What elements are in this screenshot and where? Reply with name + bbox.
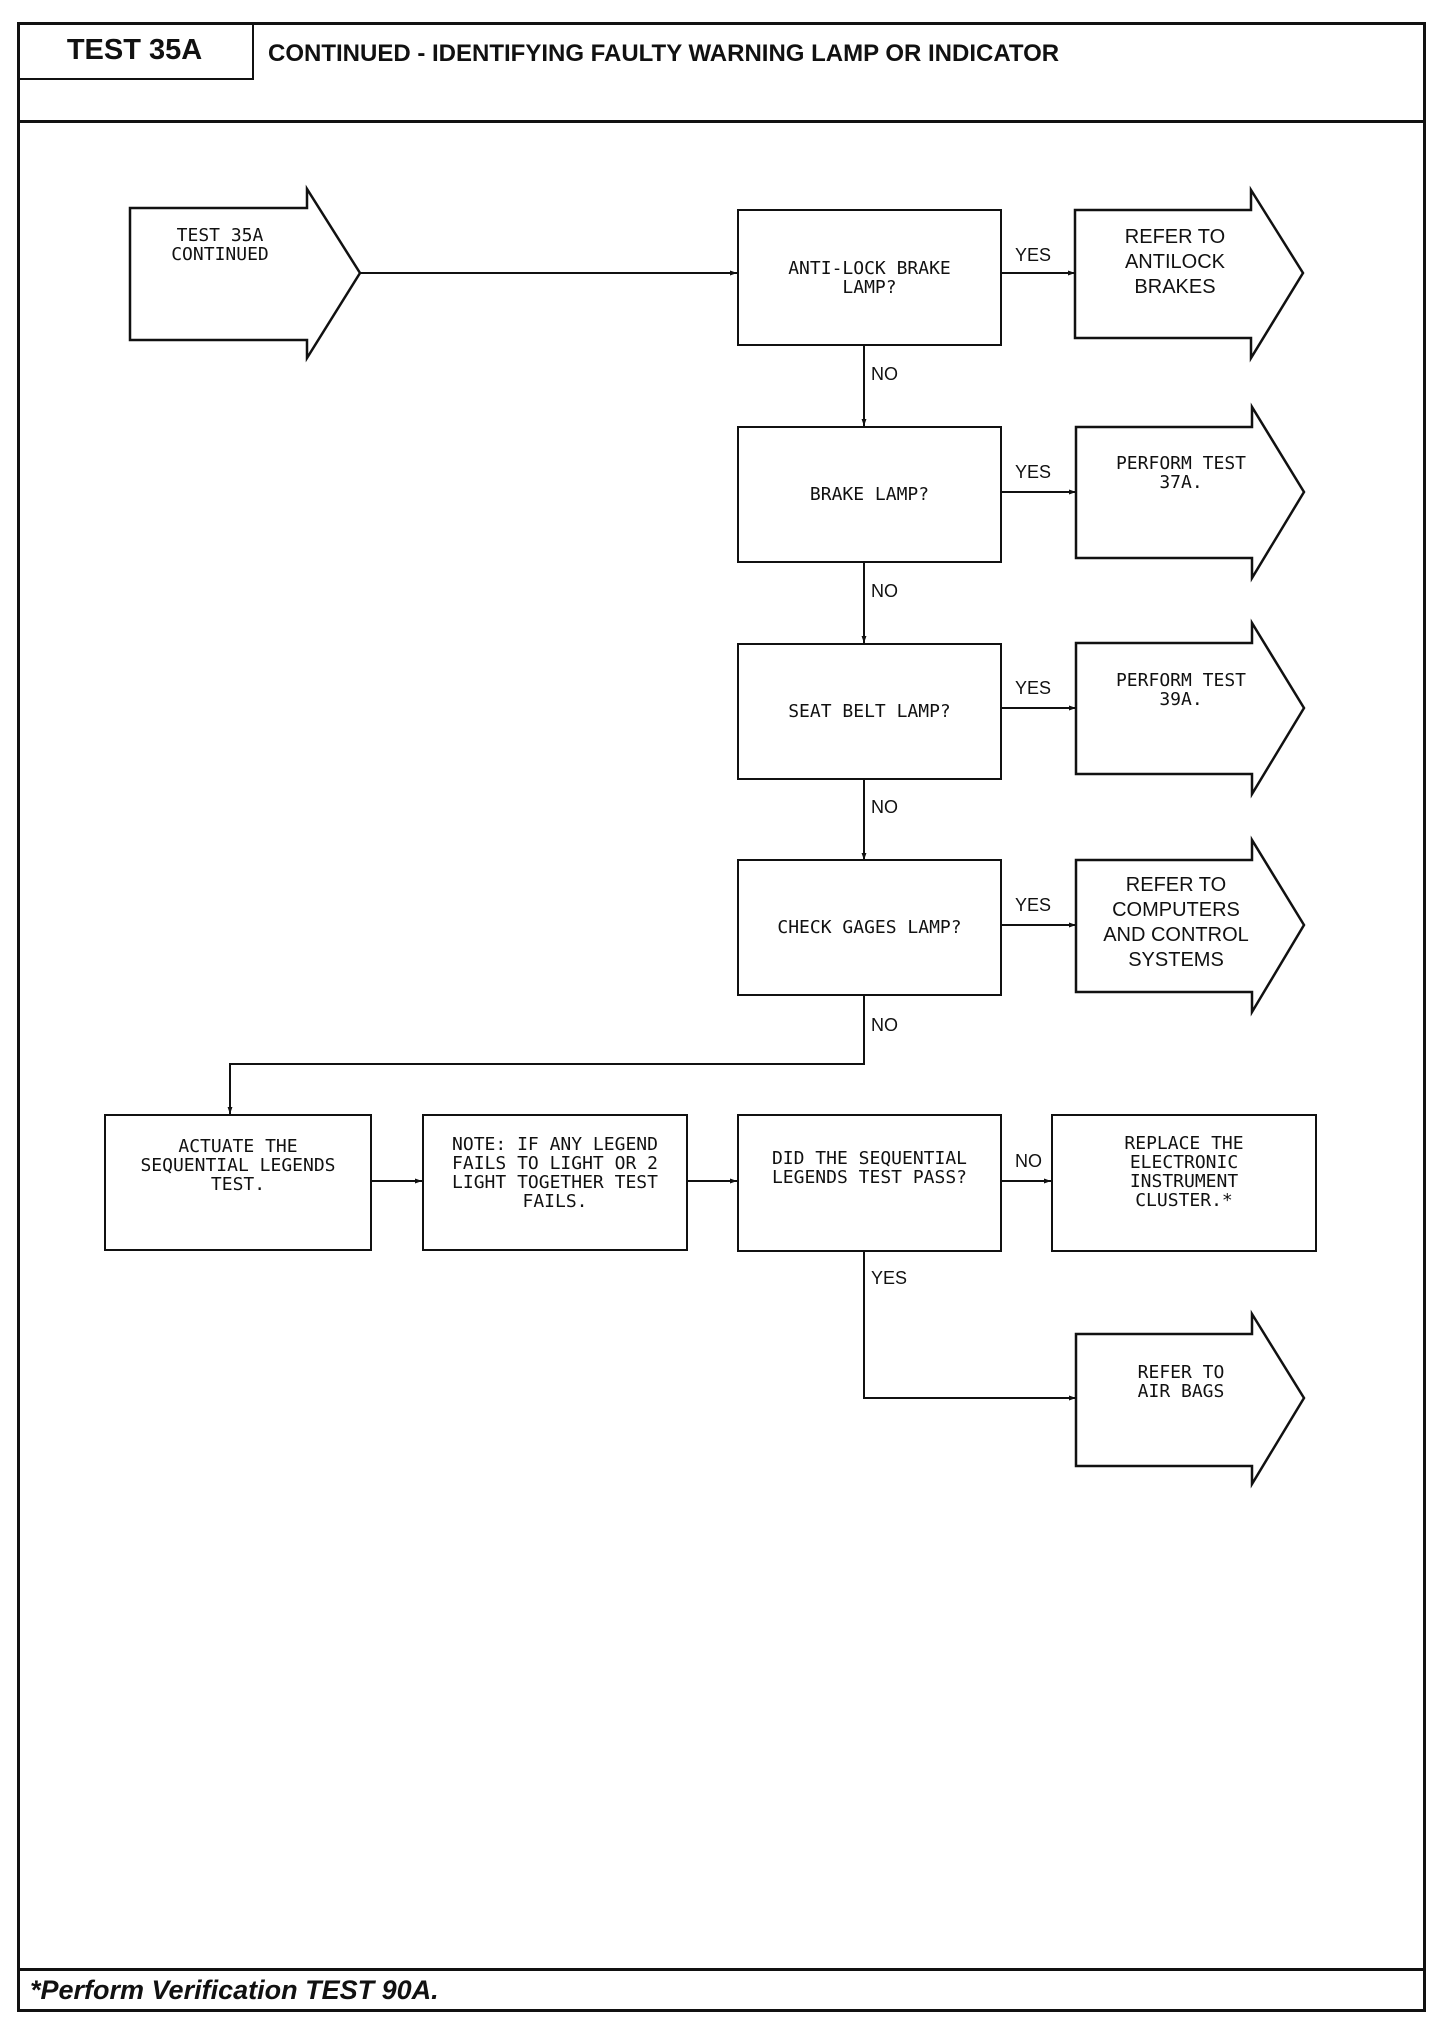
no-label-q4: NO bbox=[871, 1015, 898, 1035]
decision-seat-belt-lamp: SEAT BELT LAMP? bbox=[737, 643, 1002, 780]
result-computers-control-label: REFER TO COMPUTERS AND CONTROL SYSTEMS bbox=[1103, 874, 1249, 971]
result-perform-test-37a-label: PERFORM TEST 37A. bbox=[1115, 453, 1247, 493]
result-antilock-brakes-label: REFER TO ANTILOCK BRAKES bbox=[1124, 225, 1226, 298]
result-arrow-shape-3 bbox=[1074, 618, 1306, 799]
no-label-q5: NO bbox=[1015, 1151, 1042, 1171]
start-arrow-shape bbox=[128, 184, 362, 363]
footer-divider bbox=[17, 1968, 1426, 1971]
result-arrow-shape-4 bbox=[1074, 835, 1306, 1017]
no-label-q2: NO bbox=[871, 581, 898, 601]
result-arrow-shape-airbags bbox=[1074, 1309, 1306, 1489]
yes-label-q2: YES bbox=[1015, 462, 1052, 482]
result-arrow-shape-2 bbox=[1074, 402, 1306, 583]
decision-brake-lamp: BRAKE LAMP? bbox=[737, 426, 1002, 563]
decision-check-gages-lamp: CHECK GAGES LAMP? bbox=[737, 859, 1002, 996]
no-label-q3: NO bbox=[871, 797, 898, 817]
page-title: CONTINUED - IDENTIFYING FAULTY WARNING L… bbox=[268, 40, 1060, 67]
result-arrow-shape-1 bbox=[1073, 185, 1305, 363]
yes-label-q1: YES bbox=[1015, 245, 1052, 265]
result-perform-test-39a-label: PERFORM TEST 39A. bbox=[1115, 670, 1247, 710]
no-label-q1: NO bbox=[871, 364, 898, 384]
decision-sequential-legends-pass: DID THE SEQUENTIAL LEGENDS TEST PASS? bbox=[737, 1114, 1002, 1252]
decision-antilock-brake-lamp: ANTI-LOCK BRAKE LAMP? bbox=[737, 209, 1002, 346]
step-actuate-sequential-legends: ACTUATE THE SEQUENTIAL LEGENDS TEST. bbox=[104, 1114, 372, 1251]
start-arrow-label: TEST 35A CONTINUED bbox=[171, 225, 269, 265]
step-note-legend-fail: NOTE: IF ANY LEGEND FAILS TO LIGHT OR 2 … bbox=[422, 1114, 688, 1251]
step-replace-instrument-cluster: REPLACE THE ELECTRONIC INSTRUMENT CLUSTE… bbox=[1051, 1114, 1317, 1252]
connector-q4-no bbox=[227, 996, 865, 1114]
yes-label-q3: YES bbox=[1015, 678, 1052, 698]
result-air-bags-label: REFER TO AIR BAGS bbox=[1137, 1362, 1225, 1402]
header-divider bbox=[17, 120, 1426, 123]
connector-q5-yes bbox=[863, 1252, 1076, 1401]
page-frame bbox=[17, 22, 1426, 2012]
test-id-box: TEST 35A bbox=[17, 22, 254, 80]
yes-label-q5: YES bbox=[871, 1268, 908, 1288]
yes-label-q4: YES bbox=[1015, 895, 1052, 915]
footer-note: *Perform Verification TEST 90A. bbox=[30, 1975, 439, 2005]
